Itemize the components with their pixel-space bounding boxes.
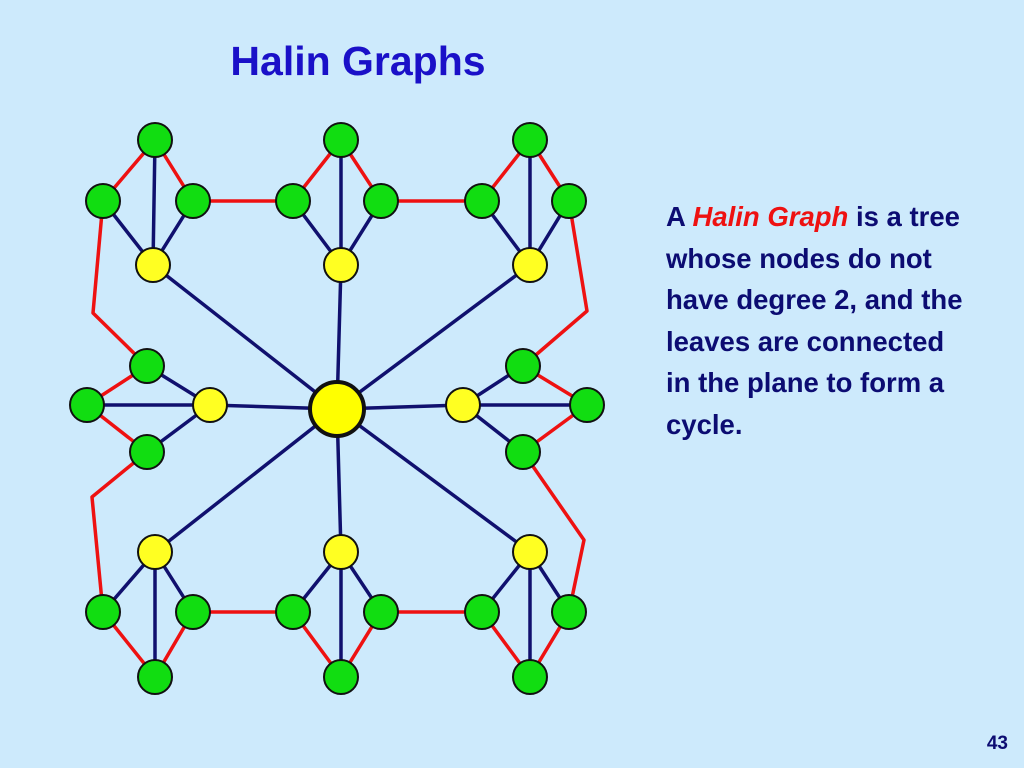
- internal-node: [323, 247, 359, 283]
- internal-node: [512, 534, 548, 570]
- leaf-node: [275, 594, 311, 630]
- cycle-edge: [521, 450, 586, 614]
- tree-edge: [151, 138, 157, 267]
- internal-node: [135, 247, 171, 283]
- leaf-node: [505, 434, 541, 470]
- leaf-node: [175, 183, 211, 219]
- leaf-node: [512, 659, 548, 695]
- leaf-node: [323, 659, 359, 695]
- leaf-node: [551, 594, 587, 630]
- leaf-node: [551, 183, 587, 219]
- tree-edge: [335, 407, 532, 554]
- internal-node: [323, 534, 359, 570]
- definition-text: A Halin Graph is a tree whose nodes do n…: [666, 196, 966, 445]
- leaf-node: [363, 594, 399, 630]
- leaf-node: [363, 183, 399, 219]
- page-number: 43: [986, 733, 1008, 754]
- cycle-edge: [90, 450, 149, 614]
- leaf-node: [85, 594, 121, 630]
- leaf-node: [323, 122, 359, 158]
- leaf-node: [129, 434, 165, 470]
- internal-node: [512, 247, 548, 283]
- nodes-layer: [69, 122, 605, 695]
- leaf-node: [137, 659, 173, 695]
- definition-term: Halin Graph: [692, 201, 849, 232]
- center-node: [308, 380, 366, 438]
- tree-edge: [335, 263, 532, 411]
- leaf-node: [512, 122, 548, 158]
- tree-edge: [153, 407, 339, 554]
- leaf-node: [275, 183, 311, 219]
- leaf-node: [175, 594, 211, 630]
- leaf-node: [505, 348, 541, 384]
- leaf-node: [464, 594, 500, 630]
- internal-node: [192, 387, 228, 423]
- leaf-node: [85, 183, 121, 219]
- leaf-node: [129, 348, 165, 384]
- halin-graph-diagram: [69, 122, 605, 695]
- cycle-edge: [521, 199, 589, 368]
- definition-lead: A: [666, 201, 685, 232]
- internal-node: [137, 534, 173, 570]
- definition-body: is a tree whose nodes do not have degree…: [666, 201, 963, 440]
- internal-node: [445, 387, 481, 423]
- cycle-edge: [91, 199, 149, 368]
- slide-title: Halin Graphs: [230, 38, 486, 84]
- leaf-node: [464, 183, 500, 219]
- leaf-node: [137, 122, 173, 158]
- tree-edge: [151, 263, 339, 411]
- leaf-node: [569, 387, 605, 423]
- leaf-node: [69, 387, 105, 423]
